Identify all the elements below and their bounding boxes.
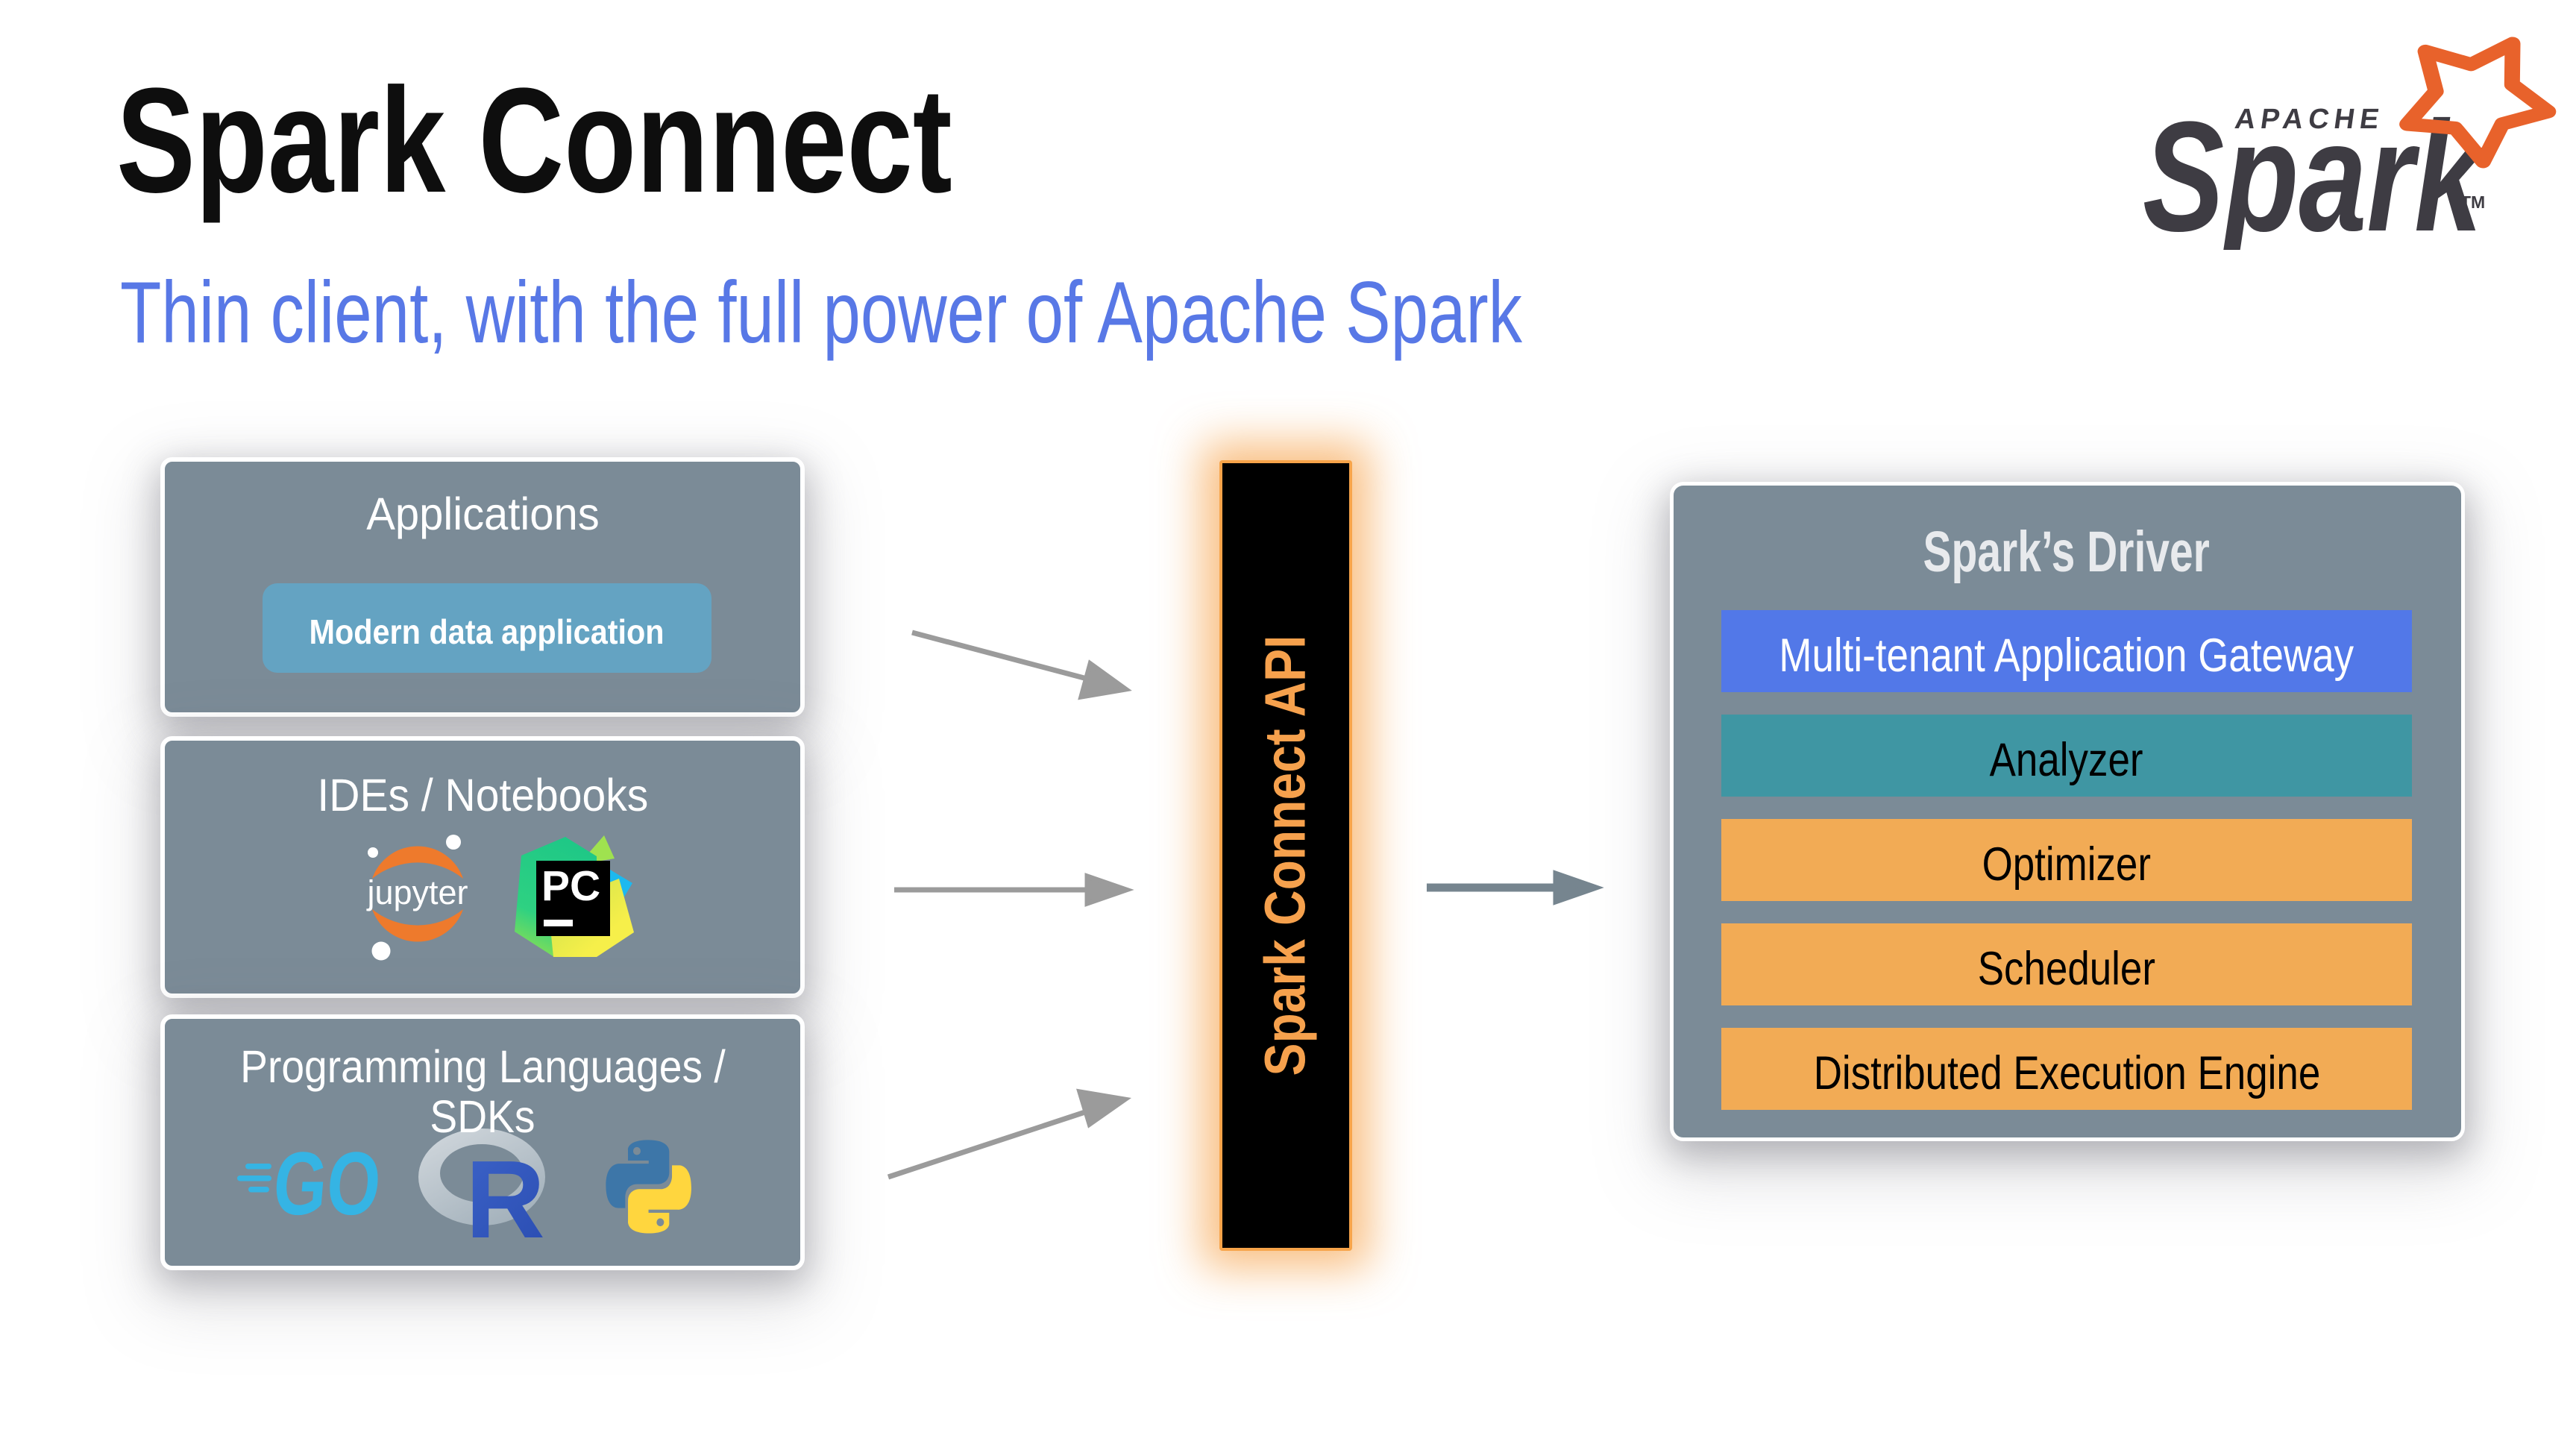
svg-text:jupyter: jupyter	[365, 873, 468, 911]
svg-text:Spark: Spark	[2143, 89, 2487, 250]
svg-text:PC: PC	[541, 862, 600, 910]
svg-text:TM: TM	[2460, 192, 2485, 212]
svg-text:R: R	[465, 1138, 545, 1246]
svg-text:APACHE: APACHE	[2233, 103, 2387, 135]
svg-text:GO: GO	[270, 1137, 385, 1223]
